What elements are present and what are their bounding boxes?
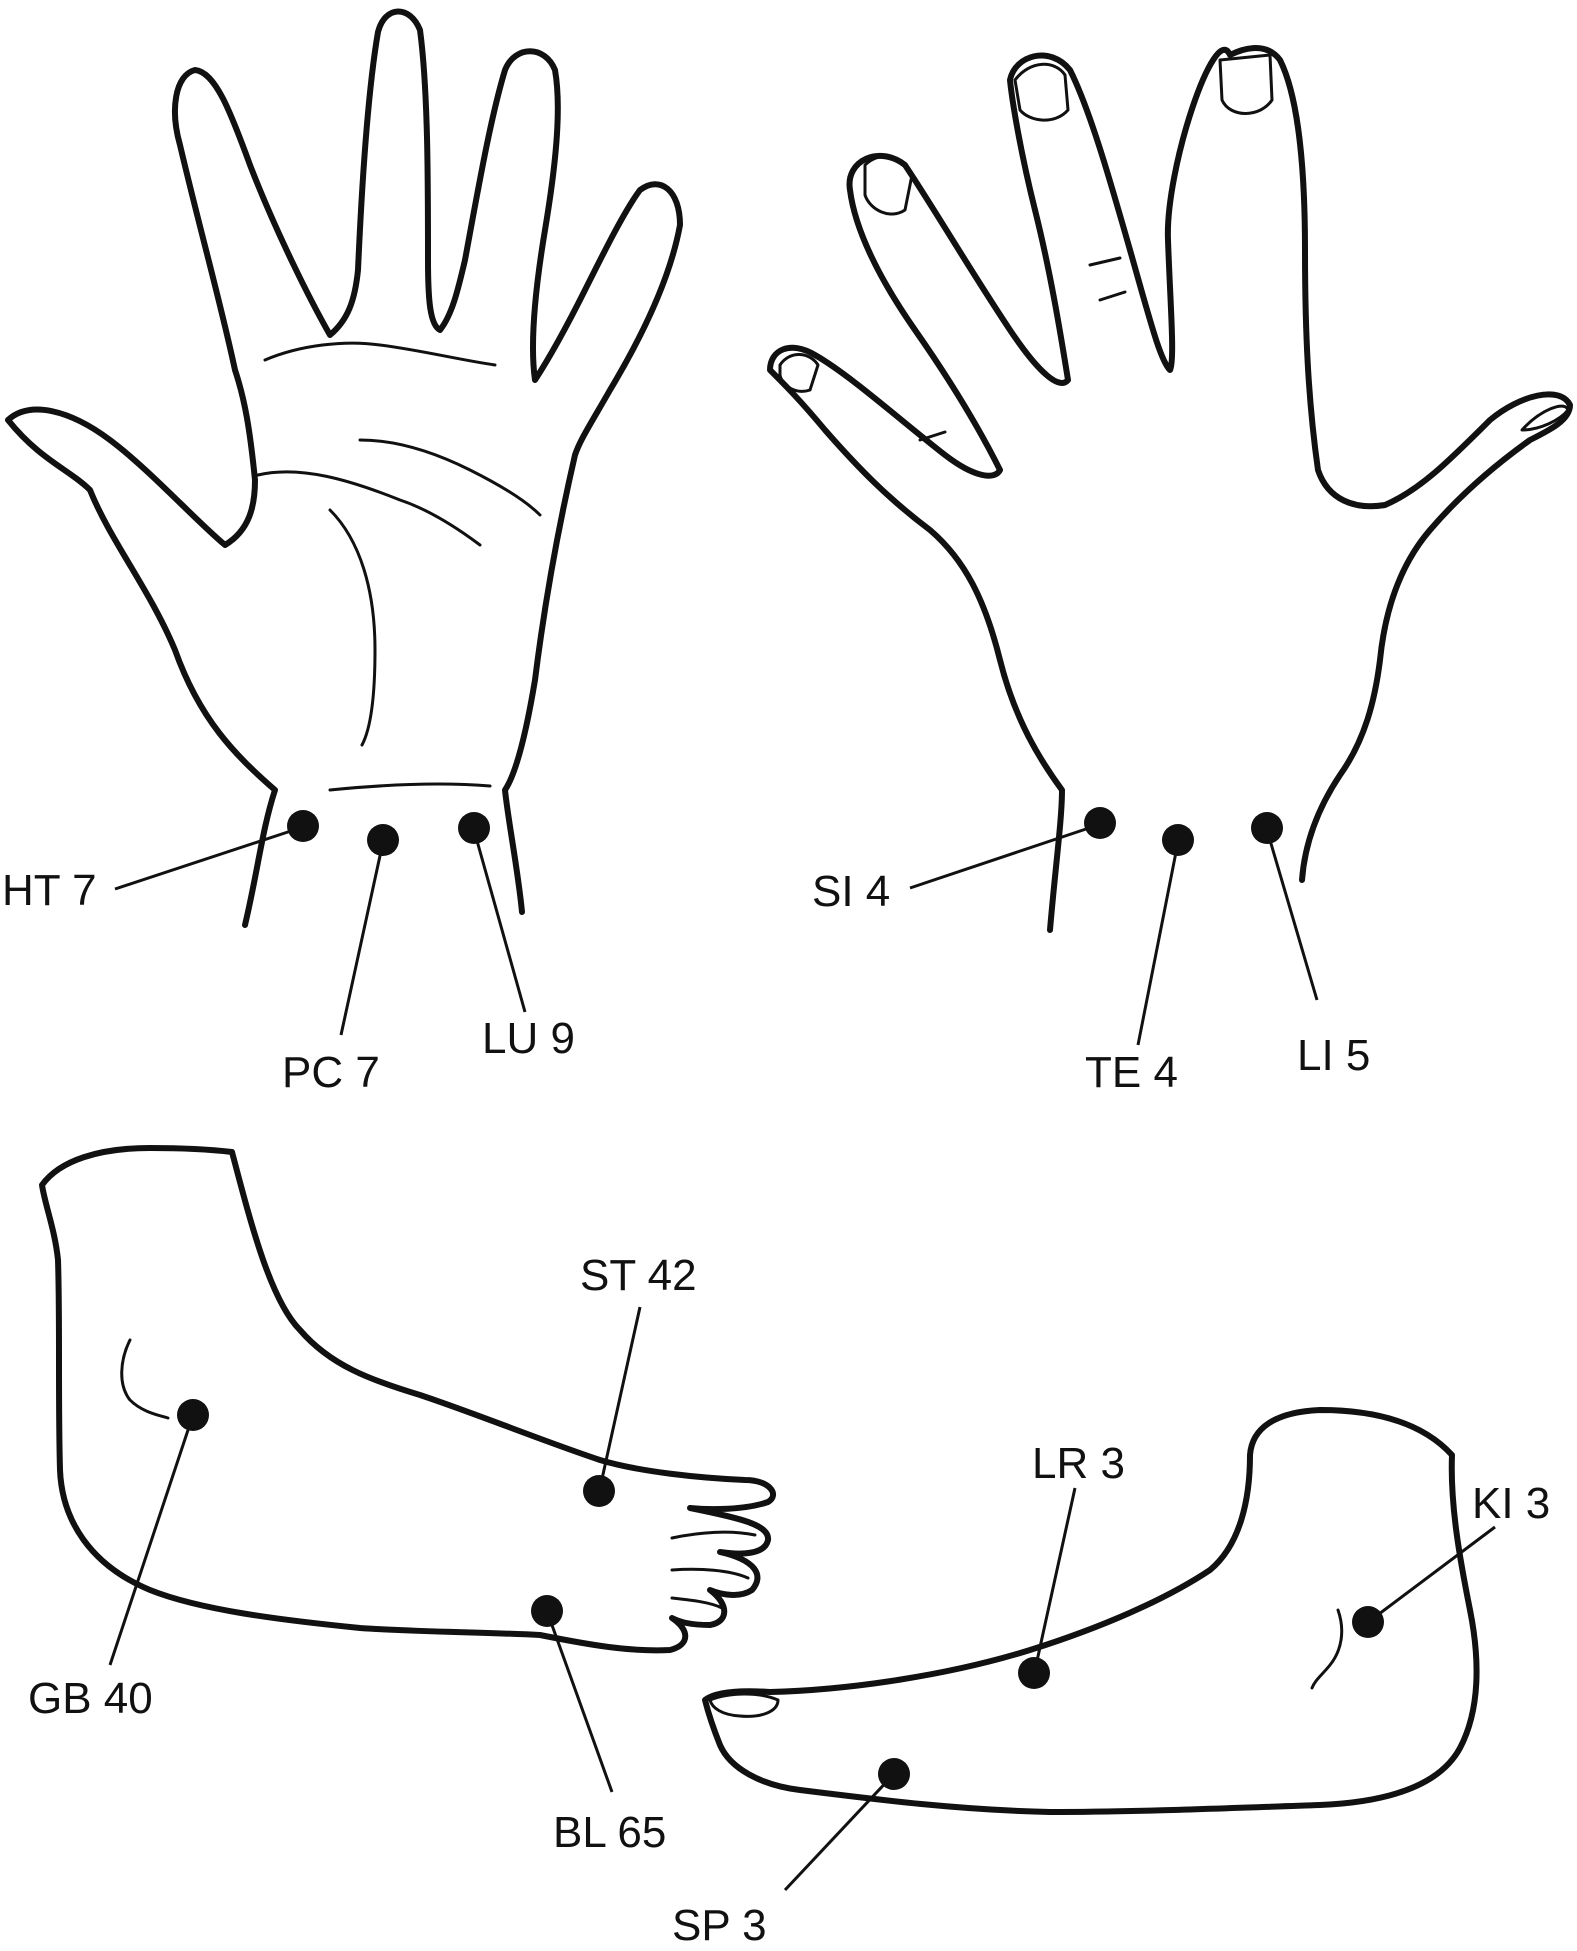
acupoint-lr3: LR 3: [1018, 1439, 1125, 1689]
label-li5: LI 5: [1297, 1031, 1370, 1080]
acupoint-pc7: PC 7: [282, 824, 399, 1097]
lateral-malleolus: [120, 1338, 170, 1420]
palm-hand-outline: [5, 8, 683, 928]
point-marker-ki3: [1352, 1606, 1384, 1638]
label-pc7: PC 7: [282, 1048, 380, 1097]
point-marker-te4: [1162, 824, 1194, 856]
acupoint-lu9: LU 9: [458, 812, 575, 1063]
medial-malleolus: [1310, 1608, 1344, 1690]
leader-lr3: [1033, 1487, 1077, 1671]
medial-foot: [702, 1407, 1480, 1815]
back-hand-outline: [767, 45, 1573, 933]
knuckle-line-1: [1088, 256, 1122, 267]
toe-line-1: [670, 1530, 757, 1540]
leader-ki3: [1370, 1525, 1496, 1622]
back-hand: [767, 45, 1573, 933]
leader-si4: [909, 823, 1099, 890]
lateral-foot-outline: [39, 1145, 776, 1654]
acupoint-st42: ST 42: [580, 1251, 697, 1507]
acupoint-bl65: BL 65: [531, 1595, 666, 1857]
lateral-foot: [39, 1145, 776, 1654]
label-st42: ST 42: [580, 1251, 697, 1300]
palm-crease-2: [358, 438, 542, 517]
label-bl65: BL 65: [553, 1808, 666, 1857]
leader-ht7: [114, 826, 301, 891]
leader-lu9: [472, 829, 527, 1013]
thumb-nail-back: [1520, 404, 1570, 432]
acupoint-li5: LI 5: [1251, 812, 1370, 1080]
point-marker-li5: [1251, 812, 1283, 844]
toe-line-3: [670, 1596, 724, 1610]
knuckle-line-2: [1098, 290, 1127, 302]
palm-hand: [5, 8, 683, 928]
index-nail: [1218, 53, 1274, 115]
label-te4: TE 4: [1085, 1048, 1178, 1097]
label-lu9: LU 9: [482, 1014, 575, 1063]
point-marker-pc7: [367, 824, 399, 856]
acupoint-te4: TE 4: [1085, 824, 1194, 1097]
point-marker-gb40: [177, 1399, 209, 1431]
leader-te4: [1136, 841, 1180, 1046]
acupoint-ht7: HT 7: [2, 810, 319, 915]
label-gb40: GB 40: [28, 1674, 153, 1723]
label-si4: SI 4: [812, 867, 890, 916]
knuckle-line-3: [918, 430, 947, 442]
point-marker-ht7: [287, 810, 319, 842]
acupoint-ki3: KI 3: [1352, 1479, 1550, 1638]
point-marker-lr3: [1018, 1657, 1050, 1689]
label-sp3: SP 3: [672, 1901, 767, 1946]
little-nail: [778, 353, 820, 393]
label-lr3: LR 3: [1032, 1439, 1125, 1488]
palm-crease-1: [263, 341, 497, 367]
acupoint-gb40: GB 40: [28, 1399, 209, 1723]
medial-foot-outline: [702, 1407, 1480, 1815]
leader-gb40: [108, 1417, 194, 1666]
point-marker-st42: [583, 1475, 615, 1507]
label-ki3: KI 3: [1472, 1479, 1550, 1528]
leader-pc7: [339, 841, 385, 1036]
leader-li5: [1265, 829, 1319, 1001]
point-marker-lu9: [458, 812, 490, 844]
middle-nail: [1013, 62, 1070, 122]
thenar-crease: [328, 508, 377, 747]
label-ht7: HT 7: [2, 866, 97, 915]
point-marker-sp3: [878, 1758, 910, 1790]
leader-bl65: [546, 1613, 614, 1793]
point-marker-si4: [1084, 807, 1116, 839]
wrist-crease: [328, 782, 492, 792]
acupoint-si4: SI 4: [812, 807, 1116, 916]
point-marker-bl65: [531, 1595, 563, 1627]
big-toe-nail: [708, 1692, 780, 1718]
ring-nail: [863, 154, 914, 216]
leader-sp3: [783, 1774, 894, 1892]
toe-line-2: [670, 1567, 750, 1580]
palm-crease-3: [256, 470, 482, 547]
acupoint-sp3: SP 3: [672, 1758, 910, 1950]
leader-st42: [598, 1306, 642, 1489]
